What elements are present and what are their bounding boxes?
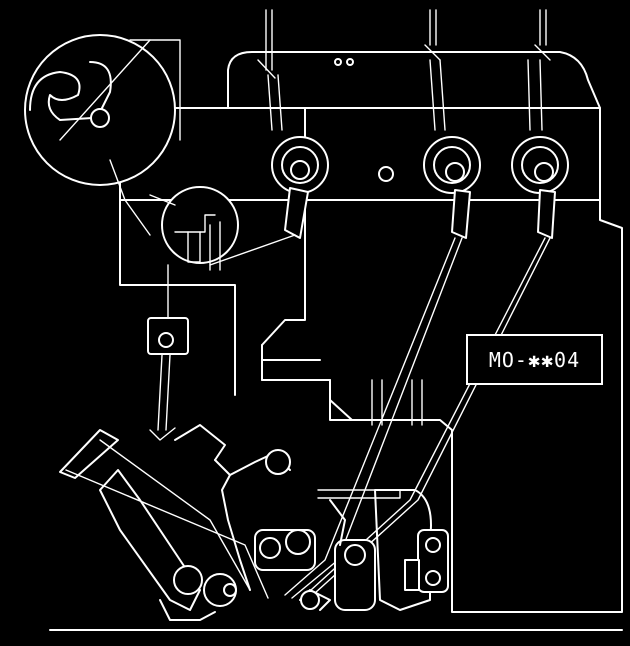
tension-assembly-left [268,75,328,238]
model-label: MO-✱✱04 [466,334,603,385]
tension-assembly-right [512,60,568,238]
tension-assembly-middle [424,60,480,238]
looper-drive [255,500,375,610]
detail-inset [25,35,180,235]
machine-body [120,52,622,612]
upper-looper [175,425,290,590]
lower-looper [60,430,236,620]
needle-clamp [148,265,188,440]
thread-guide-rods [258,10,550,78]
side-housing [375,490,448,610]
detail-magnifier [150,187,238,270]
